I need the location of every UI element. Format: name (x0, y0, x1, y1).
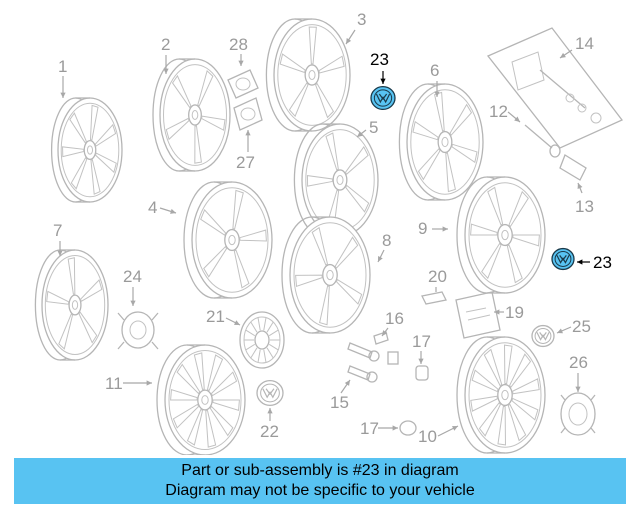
leader-12-arrowhead (514, 116, 520, 122)
leader-1-arrowhead (60, 92, 66, 98)
wheel-3 (265, 18, 351, 132)
leader-19-arrowhead (494, 309, 500, 315)
wheel-10 (456, 336, 546, 454)
leader-11-arrowhead (146, 380, 152, 386)
leader-2-arrowhead (163, 68, 169, 74)
hubcap-21 (239, 311, 285, 369)
callout-21: 21 (206, 307, 225, 326)
callout-26: 25 (572, 317, 591, 336)
leader-23-right-arrowhead (577, 259, 583, 265)
wheel-8 (281, 216, 371, 334)
callout-7: 7 (53, 221, 62, 240)
callout-14: 14 (575, 34, 594, 53)
hub-cover-25 (560, 392, 596, 436)
callout-1: 1 (58, 57, 67, 76)
callout-19: 19 (505, 303, 524, 322)
wheel-7 (34, 249, 109, 361)
callout-12: 12 (489, 102, 508, 121)
callout-27: 27 (236, 153, 255, 172)
nut-17 (399, 420, 417, 436)
wheel-4 (183, 181, 273, 299)
leader-15-arrowhead (344, 380, 350, 386)
wheel-11 (156, 344, 246, 455)
callout-16: 16 (385, 309, 404, 328)
label-19 (455, 291, 501, 339)
wheel-6 (398, 83, 484, 201)
center-cap-22 (256, 379, 284, 406)
callout-2: 2 (161, 35, 170, 54)
banner-line-1: Part or sub-assembly is #23 in diagram (181, 462, 459, 479)
leader-6-arrowhead (434, 91, 440, 97)
leader-24-arrowhead (130, 300, 136, 306)
leader-21-arrowhead (234, 320, 240, 325)
leader-23-top-arrowhead (380, 78, 386, 84)
valve-13 (559, 154, 587, 181)
info-banner: Part or sub-assembly is #23 in diagram D… (14, 458, 626, 504)
callout-25: 26 (569, 353, 588, 372)
leader-28-arrowhead (238, 60, 244, 66)
leader-18-arrowhead (418, 358, 424, 364)
leader-17-arrowhead (392, 425, 398, 431)
bolts-15-16 (347, 331, 399, 383)
wheel-9 (456, 176, 546, 294)
clip-20 (421, 291, 447, 305)
leader-16-arrowhead (382, 330, 388, 336)
callout-11: 11 (105, 374, 123, 393)
callout-13: 13 (575, 197, 594, 216)
leader-13-arrowhead (577, 183, 583, 189)
leader-5-arrowhead (357, 131, 363, 137)
callout-28: 28 (229, 35, 248, 54)
wheel-2 (152, 58, 231, 172)
cap-23-top (370, 85, 396, 111)
hub-cover-24 (117, 311, 159, 350)
leader-8-arrowhead (378, 256, 383, 262)
callout-23-top: 23 (370, 50, 389, 69)
emblem-26 (531, 324, 555, 348)
cap-23-right (551, 247, 575, 271)
callout-10: 10 (418, 427, 437, 446)
valve-stem-12 (524, 124, 561, 158)
sensor-kit-14 (486, 27, 624, 149)
callout-9: 9 (418, 219, 427, 238)
leader-22-arrowhead (267, 408, 273, 414)
callout-22: 22 (260, 422, 279, 441)
leader-10-arrowhead (452, 426, 458, 431)
callout-6: 6 (430, 61, 439, 80)
leader-4-arrowhead (170, 208, 176, 214)
nut-18 (415, 365, 429, 381)
callout-3: 3 (357, 10, 366, 29)
cap-set-28 (227, 69, 263, 131)
leader-27-arrowhead (245, 130, 251, 136)
callout-24: 24 (123, 267, 142, 286)
callout-5: 5 (369, 118, 378, 137)
callout-17: 17 (360, 419, 379, 438)
callout-18: 17 (412, 332, 431, 351)
callout-15: 15 (330, 393, 349, 412)
wheel-1 (50, 97, 123, 203)
leader-3-arrowhead (346, 38, 352, 44)
callout-20: 20 (428, 267, 447, 286)
callout-4: 4 (148, 198, 157, 217)
leader-9-arrowhead (442, 226, 448, 232)
banner-line-2: Diagram may not be specific to your vehi… (165, 482, 475, 499)
leader-25-arrowhead (575, 386, 581, 392)
callout-8: 8 (382, 231, 391, 250)
leader-26-arrowhead (557, 328, 563, 334)
callout-23-right: 23 (593, 253, 612, 272)
leader-14-arrowhead (560, 52, 566, 58)
leader-7-arrowhead (57, 250, 63, 256)
